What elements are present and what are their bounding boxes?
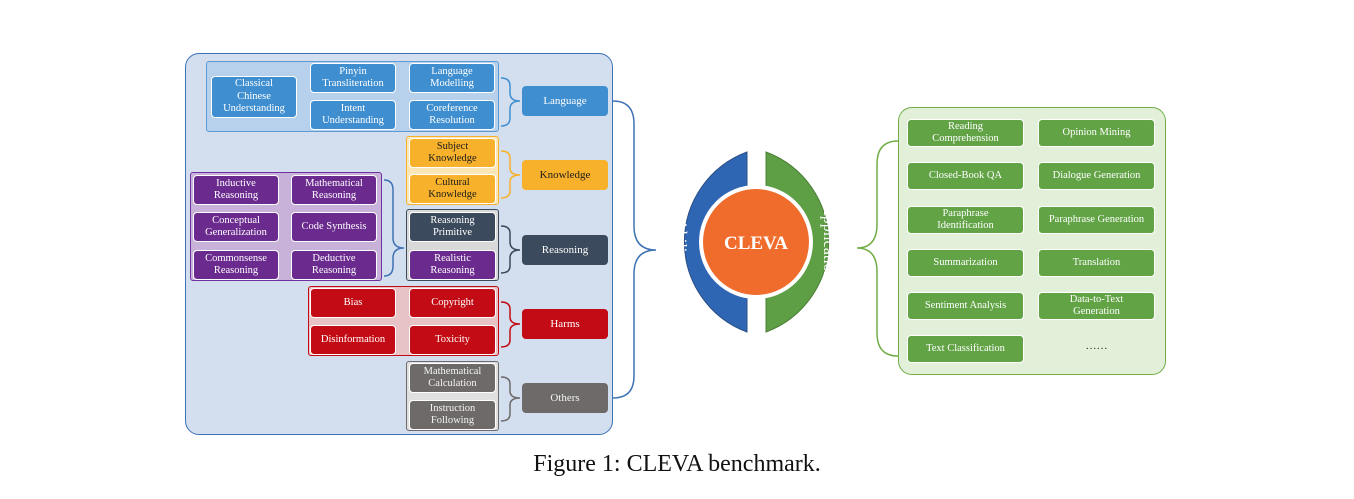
harms-item-copyright: Copyright [409,288,496,318]
application-item-text-classification: Text Classification [907,335,1024,363]
knowledge-bracket [500,150,521,199]
harms-item-toxicity: Toxicity [409,325,496,355]
application-arc-label: Application [820,204,837,280]
reasoning-left-bracket [383,179,405,277]
category-knowledge: Knowledge [522,160,608,190]
category-harms: Harms [522,309,608,339]
reasoning-item-commonsense: Commonsense Reasoning [193,250,279,280]
others-item-math-calculation: Mathematical Calculation [409,363,496,393]
cleva-center-label: CLEVA [724,233,788,254]
category-others: Others [522,383,608,413]
reasoning-right-bracket [500,225,521,274]
knowledge-item-cultural: Cultural Knowledge [409,174,496,204]
reasoning-item-inductive: Inductive Reasoning [193,175,279,205]
reasoning-item-conceptual: Conceptual Generalization [193,212,279,242]
language-bracket [500,77,521,127]
application-item-translation: Translation [1038,249,1155,277]
harms-item-disinformation: Disinformation [310,325,396,355]
language-item-classical-chinese: Classical Chinese Understanding [211,76,297,118]
application-item-summarization: Summarization [907,249,1024,277]
reasoning-item-primitive: Reasoning Primitive [409,212,496,242]
reasoning-item-mathematical: Mathematical Reasoning [291,175,377,205]
ability-arc-label: Ability [672,219,689,264]
application-item-more: …… [1085,340,1108,352]
application-item-paraphrase-id: Paraphrase Identification [907,206,1024,234]
figure-caption: Figure 1: CLEVA benchmark. [533,451,821,477]
harms-bracket [500,301,521,348]
others-bracket [500,376,521,422]
language-item-pinyin: Pinyin Transliteration [310,63,396,93]
application-item-paraphrase-gen: Paraphrase Generation [1038,206,1155,234]
application-item-reading: Reading Comprehension [907,119,1024,147]
application-item-closedbook: Closed-Book QA [907,162,1024,190]
language-item-intent: Intent Understanding [310,100,396,130]
others-item-instruction-following: Instruction Following [409,400,496,430]
language-item-coreference: Coreference Resolution [409,100,495,130]
cleva-center-circle [699,185,813,299]
reasoning-item-deductive: Deductive Reasoning [291,250,377,280]
language-item-language-modelling: Language Modelling [409,63,495,93]
category-reasoning: Reasoning [522,235,608,265]
knowledge-item-subject: Subject Knowledge [409,138,496,168]
harms-item-bias: Bias [310,288,396,318]
application-item-dialogue: Dialogue Generation [1038,162,1155,190]
application-brace [856,140,899,357]
reasoning-item-realistic: Realistic Reasoning [409,250,496,280]
category-language: Language [522,86,608,116]
reasoning-item-code-synthesis: Code Synthesis [291,212,377,242]
application-item-opinion: Opinion Mining [1038,119,1155,147]
application-item-data-to-text: Data-to-Text Generation [1038,292,1155,320]
ability-brace [612,100,657,399]
application-panel [898,107,1166,375]
application-item-sentiment: Sentiment Analysis [907,292,1024,320]
